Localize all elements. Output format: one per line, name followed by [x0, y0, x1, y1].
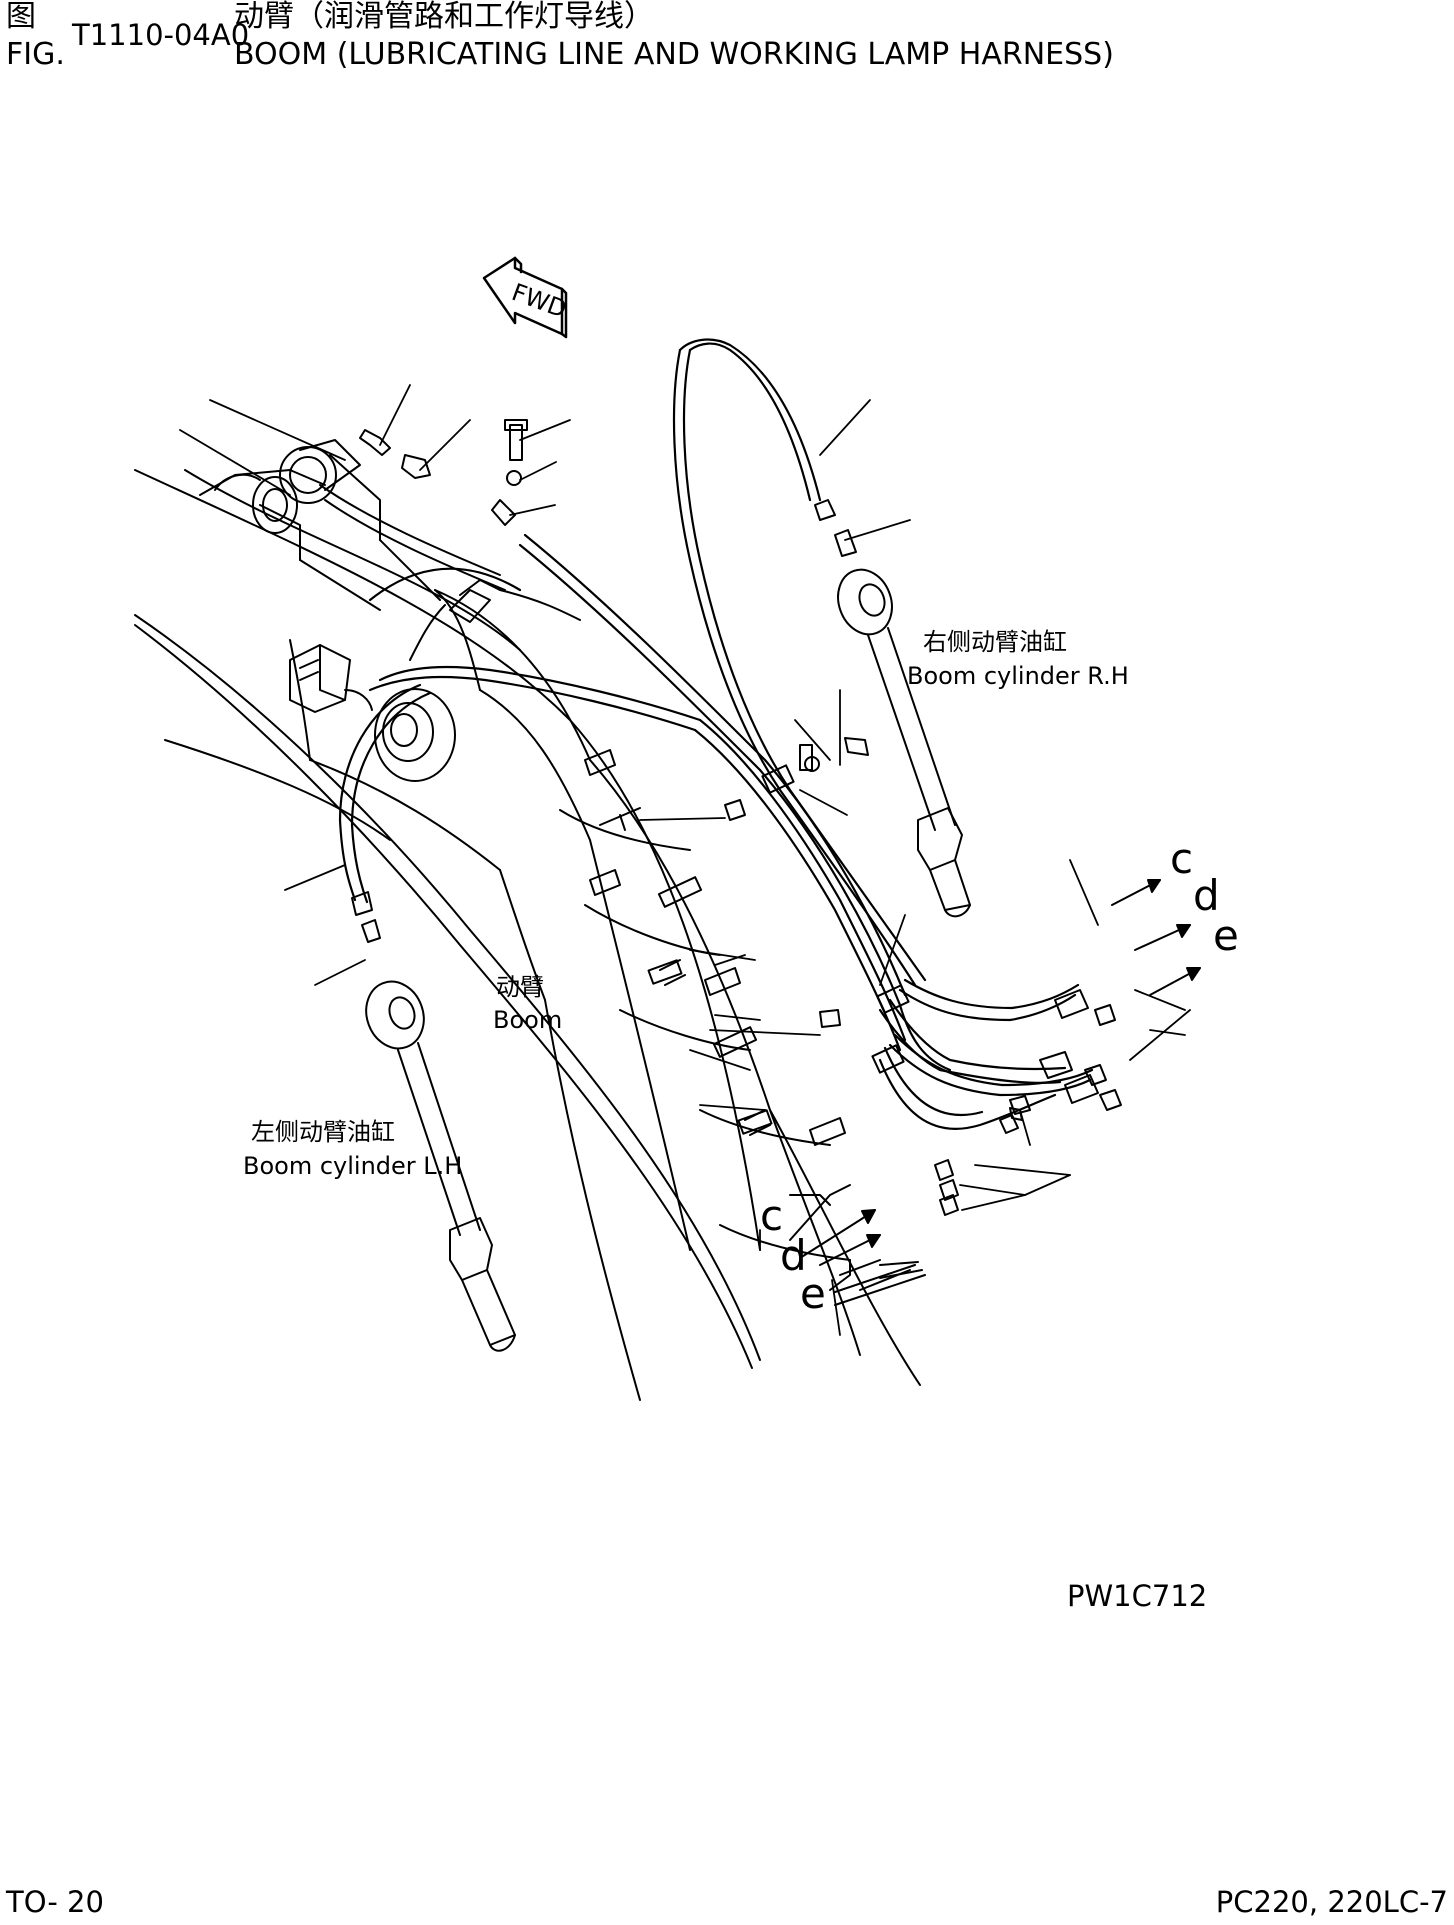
figure-title-en: BOOM (LUBRICATING LINE AND WORKING LAMP … — [234, 37, 1114, 72]
line-clamps — [649, 765, 909, 1135]
fwd-arrow-icon — [484, 258, 566, 337]
machine-model: PC220, 220LC-7 — [1215, 1885, 1448, 1919]
boom-structure — [135, 440, 920, 1400]
boom-cylinder-rh-label-en: Boom cylinder R.H — [907, 662, 1129, 690]
connection-arrows-right — [1112, 880, 1200, 995]
boom-cylinder-rh-label-cn: 右侧动臂油缸 — [923, 628, 1067, 656]
figure-title-cn: 动臂（润滑管路和工作灯导线） — [234, 0, 654, 34]
boom-cylinder-rh — [829, 562, 970, 916]
boom-cylinder-lh — [357, 973, 515, 1350]
drawing-code: PW1C712 — [1067, 1579, 1208, 1613]
connection-letter-left-e: e — [800, 1269, 826, 1318]
leader-lines — [180, 385, 1190, 1335]
connection-letter-right-c: c — [1170, 834, 1194, 883]
boom-cylinder-lh-label-en: Boom cylinder L.H — [243, 1152, 463, 1180]
connection-letter-left-c: c — [760, 1191, 784, 1240]
boom-label-cn: 动臂 — [496, 973, 544, 1001]
connection-letter-right-d: d — [1193, 871, 1220, 920]
figure-number: T1110-04A0 — [72, 18, 250, 52]
connection-arrows-left — [790, 1185, 925, 1305]
connection-letter-right-e: e — [1213, 911, 1239, 960]
harness-tags — [585, 750, 845, 1145]
page-number: TO- 20 — [6, 1885, 104, 1919]
boom-label-en: Boom — [493, 1006, 563, 1034]
figure-label-cn: 图 — [6, 0, 36, 34]
connection-letter-left-d: d — [780, 1231, 807, 1280]
work-lamp-icon — [290, 645, 350, 712]
figure-label-en: FIG. — [6, 37, 65, 72]
lube-lines — [340, 340, 1092, 1129]
boom-cylinder-lh-label-cn: 左侧动臂油缸 — [251, 1118, 395, 1146]
